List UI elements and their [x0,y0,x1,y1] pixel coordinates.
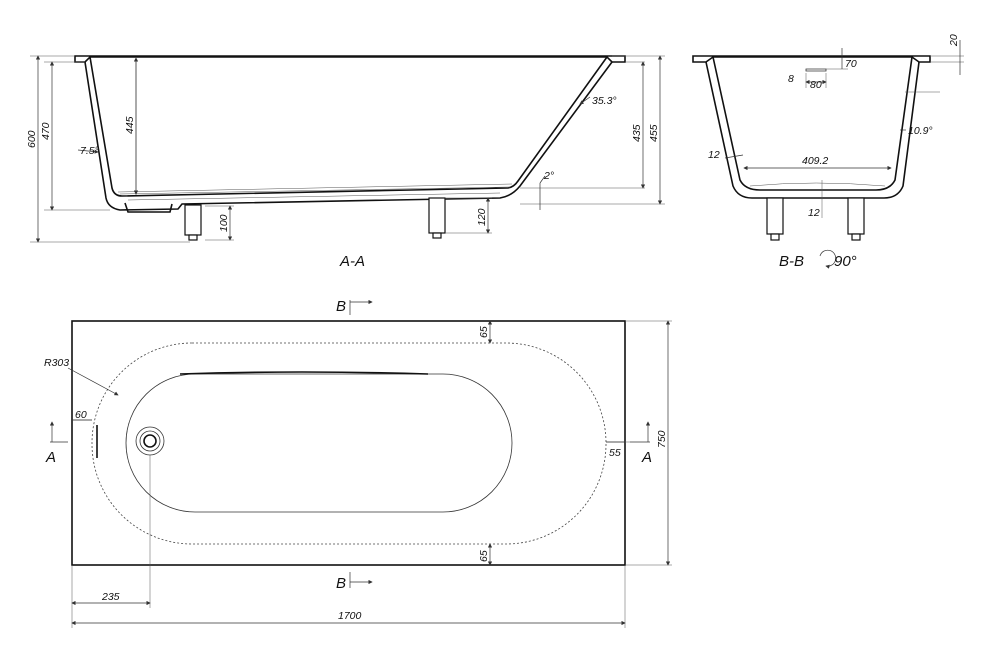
section-aa-inner-contour [89,56,608,197]
section-aa-view: 600 470 445 7.5° 35.3° 435 455 2° 100 12… [26,55,665,270]
dim-235: 235 [101,591,120,603]
cut-marker-aa-left: A [45,421,68,466]
dim-20: 20 [948,34,960,47]
dim-70: 70 [845,58,857,70]
section-aa-rim [74,55,626,63]
section-aa-leg-right [428,197,446,239]
dim-100: 100 [218,214,230,232]
svg-text:B: B [336,575,346,592]
section-bb-overflow [805,68,827,72]
leader-radius [67,367,119,396]
section-aa-outer-contour [84,61,613,211]
dim-65-bottom: 65 [478,550,490,562]
section-bb-view: 20 70 8 80 10.9° 12 409.2 12 B-B 90° [692,34,964,270]
plan-outline [71,320,626,566]
dim-8: 8 [788,73,794,85]
plan-view: B B A A R303 60 65 65 55 750 [44,298,672,628]
dim-60: 60 [75,409,87,421]
dim-435: 435 [631,124,643,142]
section-bb-label: B-B [779,253,804,270]
svg-text:A: A [641,449,652,466]
dim-600: 600 [26,130,38,148]
section-aa-leg-left [184,204,202,241]
dim-445: 445 [124,116,136,134]
drain-icon [135,426,165,456]
dim-55: 55 [609,447,621,459]
section-bb-inner-contour [712,56,913,191]
plan-rim-contour [91,342,607,545]
dim-1700: 1700 [338,610,362,622]
dim-65-top: 65 [478,326,490,338]
section-bb-leg-left [766,197,784,241]
section-bb-bottom-curve [749,182,886,187]
dim-455: 455 [648,124,660,142]
dim-80: 80 [810,79,822,91]
plan-bottom-edge [179,371,429,375]
dim-angle-left: 7.5° [80,145,99,157]
section-aa-extension-lines [30,55,665,243]
section-bb-leg-right [847,197,865,241]
leader-angle-right [579,96,591,105]
dim-slope: 2° [543,170,554,182]
section-bb-extension-lines [805,55,964,218]
cut-marker-bb-top: B [336,298,373,315]
section-aa-bottom-hatch [117,183,513,201]
dim-radius: R303 [44,357,69,369]
section-bb-rotation: 90° [834,253,857,270]
cut-marker-bb-bottom: B [336,572,373,592]
dim-bottom-12: 12 [808,207,820,219]
leader-bottom-slope [539,175,546,210]
rotation-arrow-icon [819,249,837,269]
leader-wall [724,154,744,159]
dim-750: 750 [656,430,668,448]
section-bb-rim [692,55,931,63]
cut-marker-aa-right: A [630,421,652,466]
dim-side-angle: 10.9° [908,125,933,137]
leader-angle-left [77,149,99,154]
plan-bottom-contour [125,373,513,513]
section-bb-outer-contour [705,61,920,199]
dim-409: 409.2 [802,155,828,167]
section-aa-label: A-A [339,253,365,270]
dim-angle-right: 35.3° [592,95,617,107]
svg-text:A: A [45,449,56,466]
section-aa-drain [124,202,173,213]
dim-120: 120 [476,208,488,226]
svg-text:B: B [336,298,346,315]
dim-wall: 12 [708,149,720,161]
plan-extension-lines [71,320,672,628]
dim-470: 470 [40,122,52,140]
